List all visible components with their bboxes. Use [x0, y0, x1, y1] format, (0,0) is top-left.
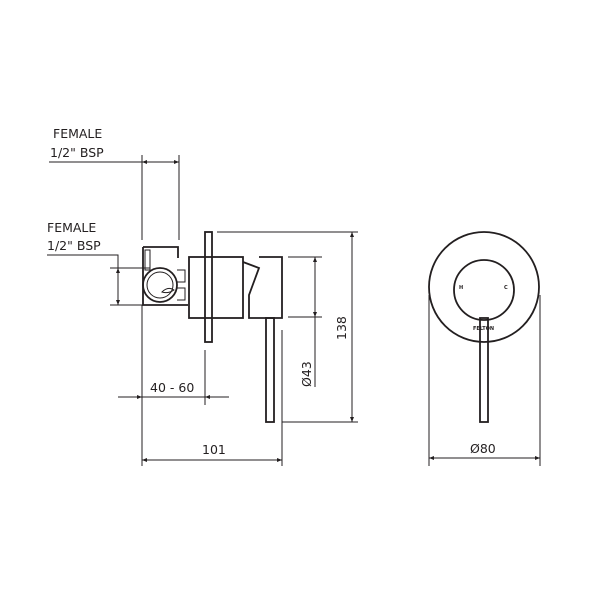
outlet-fitting-inner	[146, 271, 174, 299]
valve-body	[142, 246, 188, 306]
handle-body	[242, 256, 283, 319]
top-connection-label-1: FEMALE	[53, 126, 102, 141]
handle-lever	[265, 317, 275, 423]
plate-diameter-label: Ø80	[470, 441, 496, 456]
side-connection-leader	[47, 254, 119, 268]
wall-depth-label: 40 - 60	[150, 380, 194, 395]
cold-mark: C	[504, 285, 508, 291]
height-label: 138	[334, 316, 349, 340]
handle-hub	[453, 259, 515, 321]
overall-depth-label: 101	[202, 442, 226, 457]
side-connection-label-1: FEMALE	[47, 220, 96, 235]
fitting-detail	[161, 287, 175, 294]
hub-diameter-label: Ø43	[299, 361, 314, 387]
side-view: FEMALE 1/2" BSP FEMALE 1/2" BSP Ø43	[47, 126, 358, 466]
front-view: H C FELTON Ø80	[428, 231, 541, 466]
wall-plate	[204, 231, 213, 343]
outlet-fitting	[142, 267, 178, 303]
cover-plate	[428, 231, 540, 343]
side-connection-label-2: 1/2" BSP	[47, 238, 101, 253]
body-lugs	[177, 269, 186, 301]
top-connection-label-2: 1/2" BSP	[50, 145, 104, 160]
hub	[188, 256, 244, 319]
hot-mark: H	[459, 285, 463, 291]
brand-mark: FELTON	[473, 326, 494, 332]
valve-inlet	[144, 249, 151, 271]
front-lever	[479, 317, 489, 423]
